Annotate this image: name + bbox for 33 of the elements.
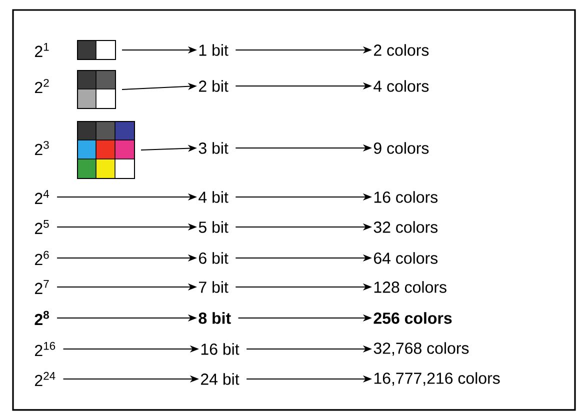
value-text: 6 bit [199,252,228,264]
power-label: 2$^{3}$ [35,140,49,156]
value-text: 64 colors [374,252,438,264]
value-text: 32,768 colors [374,342,469,356]
value-text: 128 colors [374,281,446,293]
value-text: 2$^{7}$ [35,280,49,294]
value-text: 2 bit [199,80,228,92]
value-text: 24 bit [201,373,240,385]
value-text: 256 colors [374,312,452,324]
value-text: 2 colors [374,44,429,56]
value-text: 1 bit [199,44,228,56]
value-text: 32 colors [374,221,438,233]
value-text: 2$^{4}$ [35,190,49,204]
color-swatch-drawing [76,120,135,179]
value-text: 7 bit [199,281,228,293]
value-text: 8 bit [198,312,231,324]
value-text: 3 bit [198,142,228,154]
value-text: 16,777,216 colors [374,372,500,386]
value-text: 4 bit [198,191,228,203]
power-label: 2$^{2}$ [35,78,49,94]
value-text: 2$^{6}$ [35,250,49,266]
value-text: 2$^{5}$ [35,220,49,234]
value-text: 16 colors [374,191,438,203]
value-text: 5 bit [198,221,228,233]
power-label: 2$^{1}$ [35,43,49,57]
value-text: 2$^{8}$ [34,310,49,326]
color-swatch-drawing [77,40,116,60]
value-text: 2$^{16}$ [35,342,56,356]
value-text: 2$^{24}$ [35,372,56,386]
value-text: 9 colors [374,142,429,154]
value-text: 4 colors [374,80,429,92]
color-swatch-drawing [76,70,116,109]
value-text: 16 bit [201,343,240,355]
